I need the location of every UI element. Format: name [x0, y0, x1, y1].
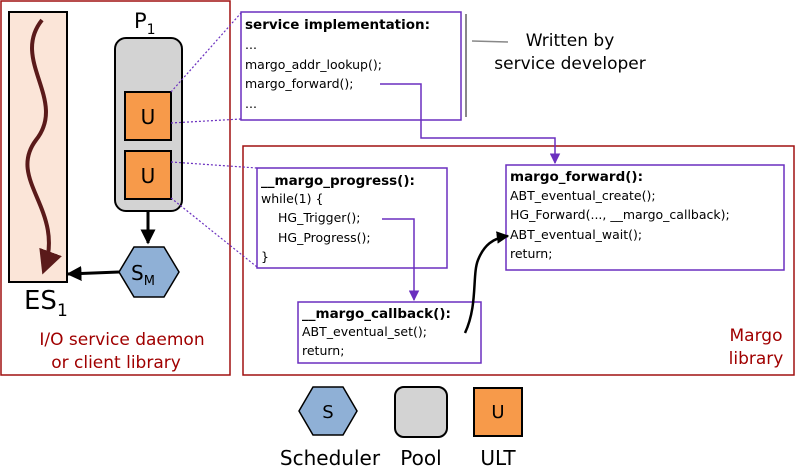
ult-1: [124, 91, 172, 141]
ult2-to-progress-bottom-connector: [170, 197, 258, 268]
forward-line-1: ABT_eventual_create();: [510, 188, 656, 203]
io-service-caption-line1: I/O service daemon: [39, 330, 204, 350]
legend-pool-label: Pool: [400, 446, 441, 467]
ult1-to-service-top-connector: [170, 12, 242, 93]
legend-pool-icon: [394, 386, 448, 438]
progress-line-3: HG_Progress();: [278, 230, 371, 245]
written-by-line2: service developer: [494, 54, 645, 74]
written-by-line1: Written by: [526, 31, 615, 51]
eventual-set-to-wait-arrow: [463, 231, 510, 334]
ult2-to-progress-top-connector: [170, 161, 258, 169]
forward-line-3: ABT_eventual_wait();: [510, 227, 642, 242]
forward-line-2: HG_Forward(..., __margo_callback);: [510, 207, 730, 222]
callback-line-2: return;: [302, 343, 344, 358]
written-by-pointer: [471, 40, 509, 43]
trigger-callback-arrow: [382, 218, 420, 302]
forward-call-arrow: [380, 83, 561, 165]
legend-ult-icon: [473, 387, 523, 437]
service-line-1: ...: [245, 37, 257, 52]
io-service-caption-line2: or client library: [51, 353, 181, 373]
scheduler-to-es-arrow: [66, 265, 120, 281]
margo-caption-line1: Margo: [730, 326, 783, 346]
es-label: ES1: [24, 286, 68, 321]
legend-ult-label: ULT: [480, 446, 516, 467]
progress-line-1: while(1) {: [261, 191, 323, 206]
callback-line-1: ABT_eventual_set();: [302, 324, 427, 339]
service-line-4: ...: [245, 96, 257, 111]
legend-scheduler-icon: [298, 386, 358, 436]
scheduler: [118, 246, 180, 298]
ult-2: [124, 150, 172, 200]
service-line-2: margo_addr_lookup();: [245, 57, 382, 72]
progress-line-4: }: [261, 249, 269, 264]
progress-title: __margo_progress():: [261, 173, 415, 189]
margo-callback-box: [297, 301, 482, 364]
margo-caption-line2: library: [729, 349, 784, 369]
service-implementation-title: service implementation:: [245, 17, 430, 33]
margo-library-panel: [242, 145, 795, 376]
scheduler-label: SM: [131, 261, 155, 289]
ult-1-label: U: [141, 105, 156, 129]
execution-stream-wave: [25, 18, 62, 275]
pool-title: P1: [134, 9, 156, 38]
margo-progress-box: [256, 167, 448, 269]
legend-scheduler-label: Scheduler: [280, 446, 381, 467]
legend-ult-symbol: U: [491, 402, 504, 423]
margo-forward-box: [505, 164, 785, 271]
service-line-3: margo_forward();: [245, 76, 353, 91]
forward-line-4: return;: [510, 246, 552, 261]
execution-stream: [8, 11, 68, 283]
callback-title: __margo_callback():: [302, 306, 451, 322]
legend-scheduler-symbol: S: [322, 402, 333, 423]
forward-title: margo_forward():: [510, 169, 643, 185]
ult-2-label: U: [141, 164, 156, 188]
service-implementation-box: [240, 11, 462, 121]
io-service-panel: [0, 0, 231, 376]
progress-line-2: HG_Trigger();: [278, 210, 360, 225]
